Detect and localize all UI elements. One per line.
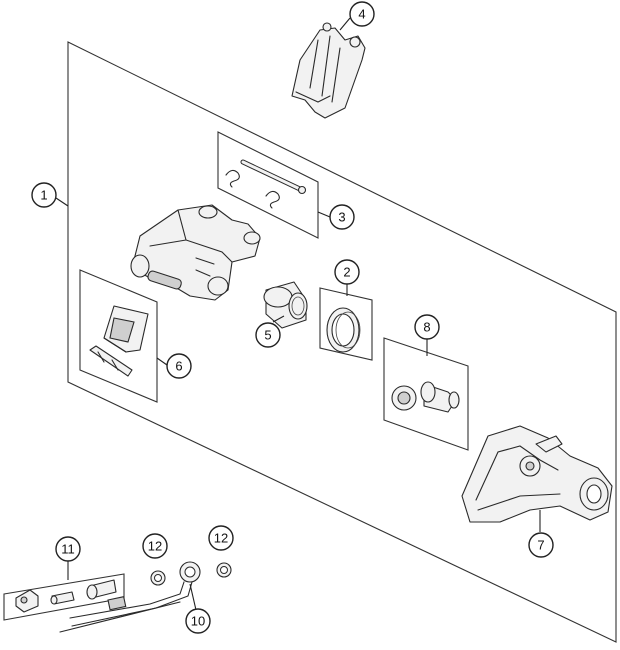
callout-4: 4 <box>349 1 375 27</box>
pad-spring-kit-icon <box>89 305 149 377</box>
callout-12-right-label: 12 <box>214 531 228 546</box>
callout-12-right: 12 <box>208 525 234 551</box>
callout-1: 1 <box>31 182 57 208</box>
sealing-washer-icon <box>150 570 166 586</box>
assembly-outline <box>67 41 617 643</box>
callout-3-label: 3 <box>338 210 345 225</box>
pin-kit-panel <box>217 131 319 239</box>
callout-7-label: 7 <box>537 538 544 553</box>
callout-11-label: 11 <box>61 542 75 557</box>
callout-2-label: 2 <box>343 265 350 280</box>
callout-12-left-label: 12 <box>148 539 162 554</box>
callout-5: 5 <box>255 322 281 348</box>
callout-8: 8 <box>414 314 440 340</box>
callout-3: 3 <box>329 204 355 230</box>
callout-10: 10 <box>185 608 211 634</box>
brake-pad-icon <box>291 22 366 119</box>
callout-10-label: 10 <box>191 614 205 629</box>
callout-1-label: 1 <box>40 188 47 203</box>
callout-11: 11 <box>55 536 81 562</box>
callout-4-label: 4 <box>358 7 365 22</box>
seal-kit-panel <box>319 287 373 361</box>
bleed-screw-kit-icon <box>15 579 117 613</box>
callout-6: 6 <box>166 353 192 379</box>
callout-2: 2 <box>334 259 360 285</box>
callout-12-left: 12 <box>142 533 168 559</box>
seal-ring-kit-icon <box>326 307 361 353</box>
callout-7: 7 <box>528 532 554 558</box>
sealing-washer-icon <box>216 562 232 578</box>
callout-6-label: 6 <box>175 359 182 374</box>
pad-spring-panel <box>79 269 158 403</box>
pin-and-clip-kit-icon <box>225 159 307 209</box>
brake-line-icon <box>59 561 201 633</box>
bushing-kit-panel <box>383 337 469 451</box>
callout-5-label: 5 <box>264 328 271 343</box>
piston-icon <box>263 281 308 329</box>
brake-caliper-icon <box>130 204 261 301</box>
callout-8-label: 8 <box>423 320 430 335</box>
caliper-support-bracket-icon <box>461 425 613 523</box>
bleeder-bushing-kit-icon <box>391 381 460 413</box>
